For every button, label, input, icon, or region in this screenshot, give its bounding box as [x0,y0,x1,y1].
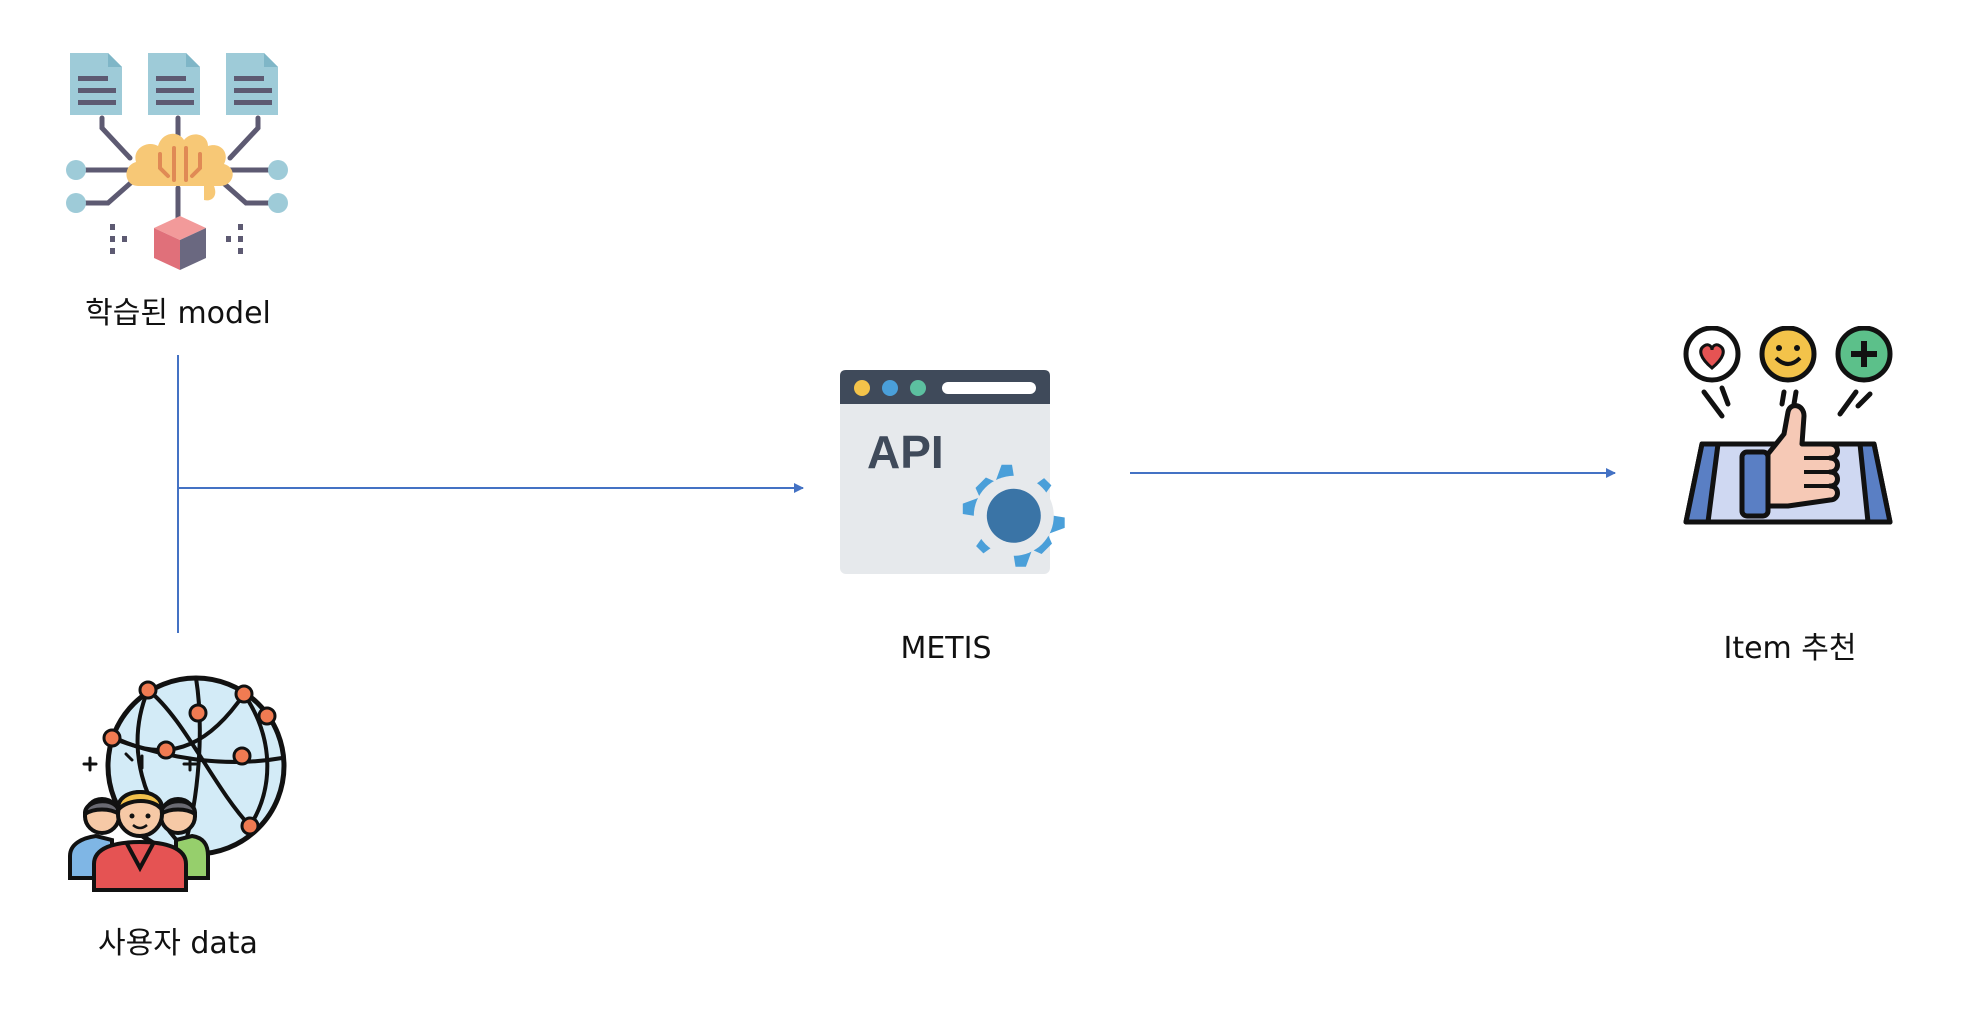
thumbs-up-reactions-icon [1683,326,1893,525]
plus-reaction-icon [1835,326,1893,383]
users-network-globe-icon [68,675,287,892]
smile-reaction-icon [1759,326,1817,383]
document-icon [70,53,122,115]
api-gear-icon: API [840,370,1065,574]
brain-icon [126,133,233,201]
document-icon [148,53,200,115]
thumbs-up-icon [1683,403,1893,525]
ai-brain-documents-icon [66,53,288,270]
metis-label: METIS [900,631,992,666]
item-recommendation-label: Item 추천 [1723,631,1857,666]
heart-reaction-icon [1683,326,1741,383]
trained-model-label: 학습된 model [85,296,271,331]
gear-icon [962,464,1065,567]
cube-icon [154,216,206,270]
document-icon [226,53,278,115]
user-data-label: 사용자 data [98,926,258,961]
api-text: API [867,426,944,478]
people-icon [68,790,210,892]
